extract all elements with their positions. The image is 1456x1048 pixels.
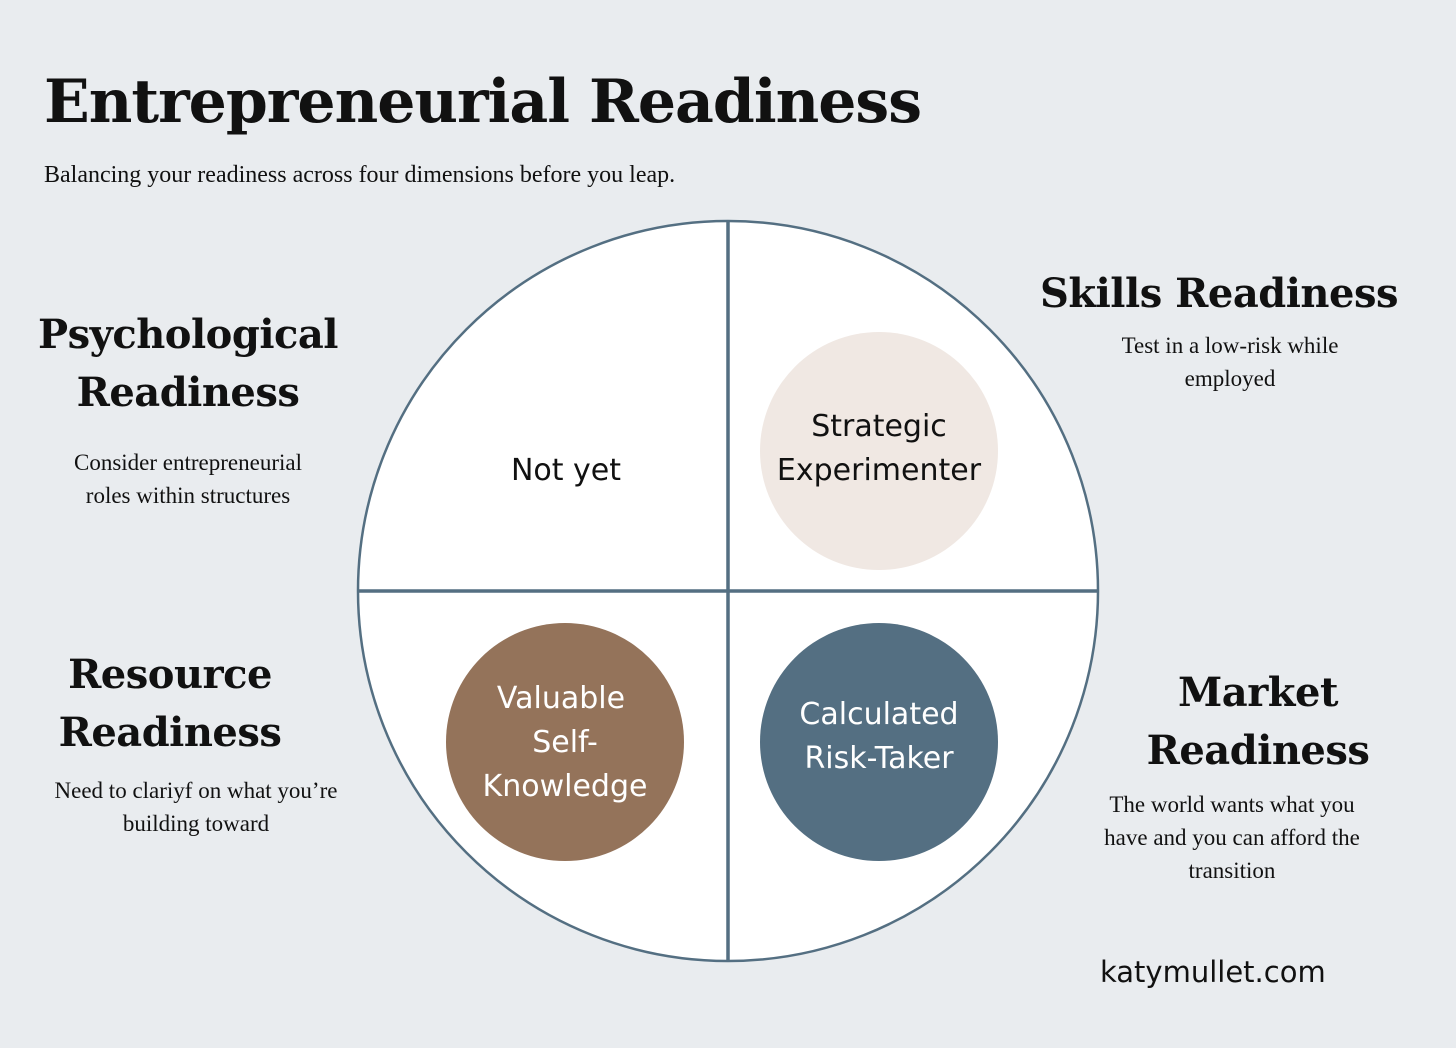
- resource-readiness-title-line2: Readiness: [58, 709, 282, 756]
- resource-readiness-desc-line1: Need to clariyf on what you’re: [54, 778, 338, 803]
- skills-readiness-desc: Test in a low-risk while employed: [1065, 329, 1395, 395]
- market-readiness-desc-line3: transition: [1188, 858, 1276, 883]
- calculated-risk-taker-line2: Risk-Taker: [804, 741, 954, 776]
- market-readiness-desc-line1: The world wants what you: [1109, 792, 1355, 817]
- valuable-self-knowledge-line3: Knowledge: [483, 769, 648, 804]
- psychological-readiness-title-line1: Psychological: [38, 311, 338, 358]
- skills-readiness-title: Skills Readiness: [1040, 270, 1398, 317]
- valuable-self-knowledge-line2: Self-: [532, 725, 598, 760]
- psychological-readiness-desc: Consider entrepreneurial roles within st…: [18, 446, 358, 512]
- resource-readiness-desc-line2: building toward: [122, 811, 270, 836]
- valuable-self-knowledge-line1: Valuable: [497, 681, 625, 716]
- skills-readiness-desc-line2: employed: [1184, 366, 1276, 391]
- resource-readiness-desc: Need to clariyf on what you’re building …: [18, 774, 374, 840]
- strategic-experimenter-line1: Strategic: [811, 409, 947, 444]
- market-readiness-title: Market Readiness: [1098, 664, 1418, 780]
- skills-readiness-block: Skills Readiness Test in a low-risk whil…: [1040, 265, 1398, 395]
- resource-readiness-block: Resource Readiness: [10, 646, 330, 762]
- psychological-readiness-desc-line1: Consider entrepreneurial: [74, 450, 302, 475]
- strategic-experimenter-line2: Experimenter: [777, 453, 982, 488]
- skills-readiness-desc-line1: Test in a low-risk while: [1121, 333, 1339, 358]
- resource-readiness-title: Resource Readiness: [10, 646, 330, 762]
- footer-website: katymullet.com: [1100, 955, 1326, 989]
- market-readiness-title-line1: Market: [1178, 669, 1338, 716]
- psychological-readiness-title: Psychological Readiness: [18, 306, 358, 422]
- page-subtitle: Balancing your readiness across four dim…: [44, 162, 676, 188]
- calculated-risk-taker-bubble: [760, 623, 998, 861]
- market-readiness-desc: The world wants what you have and you ca…: [1062, 788, 1402, 887]
- quadrant-not-yet-label: Not yet: [511, 453, 621, 488]
- psychological-readiness-block: Psychological Readiness Consider entrepr…: [18, 306, 358, 512]
- market-readiness-title-line2: Readiness: [1146, 727, 1370, 774]
- market-readiness-block: Market Readiness: [1098, 664, 1418, 780]
- page-title: Entrepreneurial Readiness: [44, 67, 922, 137]
- valuable-self-knowledge-bubble: [446, 623, 684, 861]
- resource-readiness-title-line1: Resource: [68, 651, 272, 698]
- psychological-readiness-title-line2: Readiness: [76, 369, 300, 416]
- calculated-risk-taker-line1: Calculated: [799, 697, 958, 732]
- market-readiness-desc-line2: have and you can afford the: [1104, 825, 1360, 850]
- strategic-experimenter-bubble: [760, 332, 998, 570]
- psychological-readiness-desc-line2: roles within structures: [85, 483, 291, 508]
